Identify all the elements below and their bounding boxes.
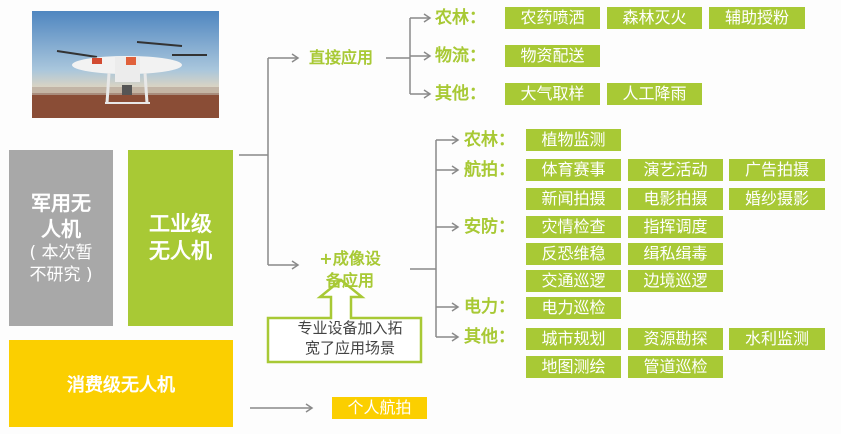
direct-cat-logistics: 物流： xyxy=(435,46,486,66)
military-title-line2: 人机 xyxy=(41,217,81,241)
tag-forest-firefighting: 森林灭火 xyxy=(607,7,702,29)
tag-sports-events: 体育赛事 xyxy=(526,159,621,181)
direct-cat-other: 其他： xyxy=(435,84,486,104)
industrial-title-line2: 无人机 xyxy=(149,239,212,263)
imaging-cat-security: 安防： xyxy=(464,217,515,237)
military-drone-box: 军用无 人机 ( 本次暂 不研究 ) xyxy=(9,150,113,326)
industrial-title-line1: 工业级 xyxy=(149,212,212,236)
consumer-title: 消费级无人机 xyxy=(67,374,175,396)
tag-pipeline-inspection: 管道巡检 xyxy=(628,356,723,378)
tag-wedding-photo: 婚纱摄影 xyxy=(729,188,825,210)
imaging-note-line2: 宽了应用场景 xyxy=(304,339,395,357)
tag-artificial-rain: 人工降雨 xyxy=(607,83,702,105)
direct-application-label: 直接应用 xyxy=(308,48,373,67)
imaging-label-line1: +成像设 xyxy=(319,249,381,268)
tag-personal-aerial: 个人航拍 xyxy=(332,397,427,419)
industrial-drone-box: 工业级 无人机 xyxy=(128,150,233,326)
direct-cat-agri: 农林： xyxy=(435,8,486,28)
military-title-line1: 军用无 xyxy=(31,191,91,215)
imaging-cat-other: 其他： xyxy=(464,327,515,347)
imaging-note-line1: 专业设备加入拓 xyxy=(297,319,403,337)
tag-mapping: 地图测绘 xyxy=(526,356,621,378)
tag-anti-terror: 反恐维稳 xyxy=(526,243,621,265)
drone-photo xyxy=(32,11,219,118)
tag-anti-smuggling: 缉私缉毒 xyxy=(628,243,723,265)
tag-plant-monitoring: 植物监测 xyxy=(526,129,621,151)
tag-film: 电影拍摄 xyxy=(628,188,723,210)
imaging-cat-agri: 农林： xyxy=(464,130,515,150)
tag-resource-exploration: 资源勘探 xyxy=(628,328,723,350)
tag-disaster-inspection: 灾情检查 xyxy=(526,216,621,238)
tag-performances: 演艺活动 xyxy=(628,159,723,181)
tag-pollination: 辅助授粉 xyxy=(709,7,805,29)
imaging-label-line2: 备应用 xyxy=(325,271,374,290)
tag-pesticide-spraying: 农药喷洒 xyxy=(505,7,600,29)
tag-urban-planning: 城市规划 xyxy=(526,328,621,350)
tag-traffic-patrol: 交通巡逻 xyxy=(526,270,621,292)
imaging-application-label: +成像设 备应用 xyxy=(300,248,400,292)
tag-border-patrol: 边境巡逻 xyxy=(628,270,723,292)
tag-supply-delivery: 物资配送 xyxy=(505,45,600,67)
imaging-cat-aerial: 航拍： xyxy=(464,160,515,180)
tag-advertising: 广告拍摄 xyxy=(729,159,825,181)
military-note-line1: ( 本次暂 xyxy=(29,243,93,263)
tag-water-monitoring: 水利监测 xyxy=(729,328,825,350)
tag-power-inspection: 电力巡检 xyxy=(526,297,621,319)
tag-command-dispatch: 指挥调度 xyxy=(628,216,723,238)
imaging-note: 专业设备加入拓 宽了应用场景 xyxy=(275,318,425,358)
tag-news: 新闻拍摄 xyxy=(526,188,621,210)
military-note-line2: 不研究 ) xyxy=(29,265,93,285)
imaging-cat-power: 电力： xyxy=(464,297,515,317)
tag-atmospheric-sampling: 大气取样 xyxy=(505,83,600,105)
consumer-drone-box: 消费级无人机 xyxy=(9,340,233,427)
